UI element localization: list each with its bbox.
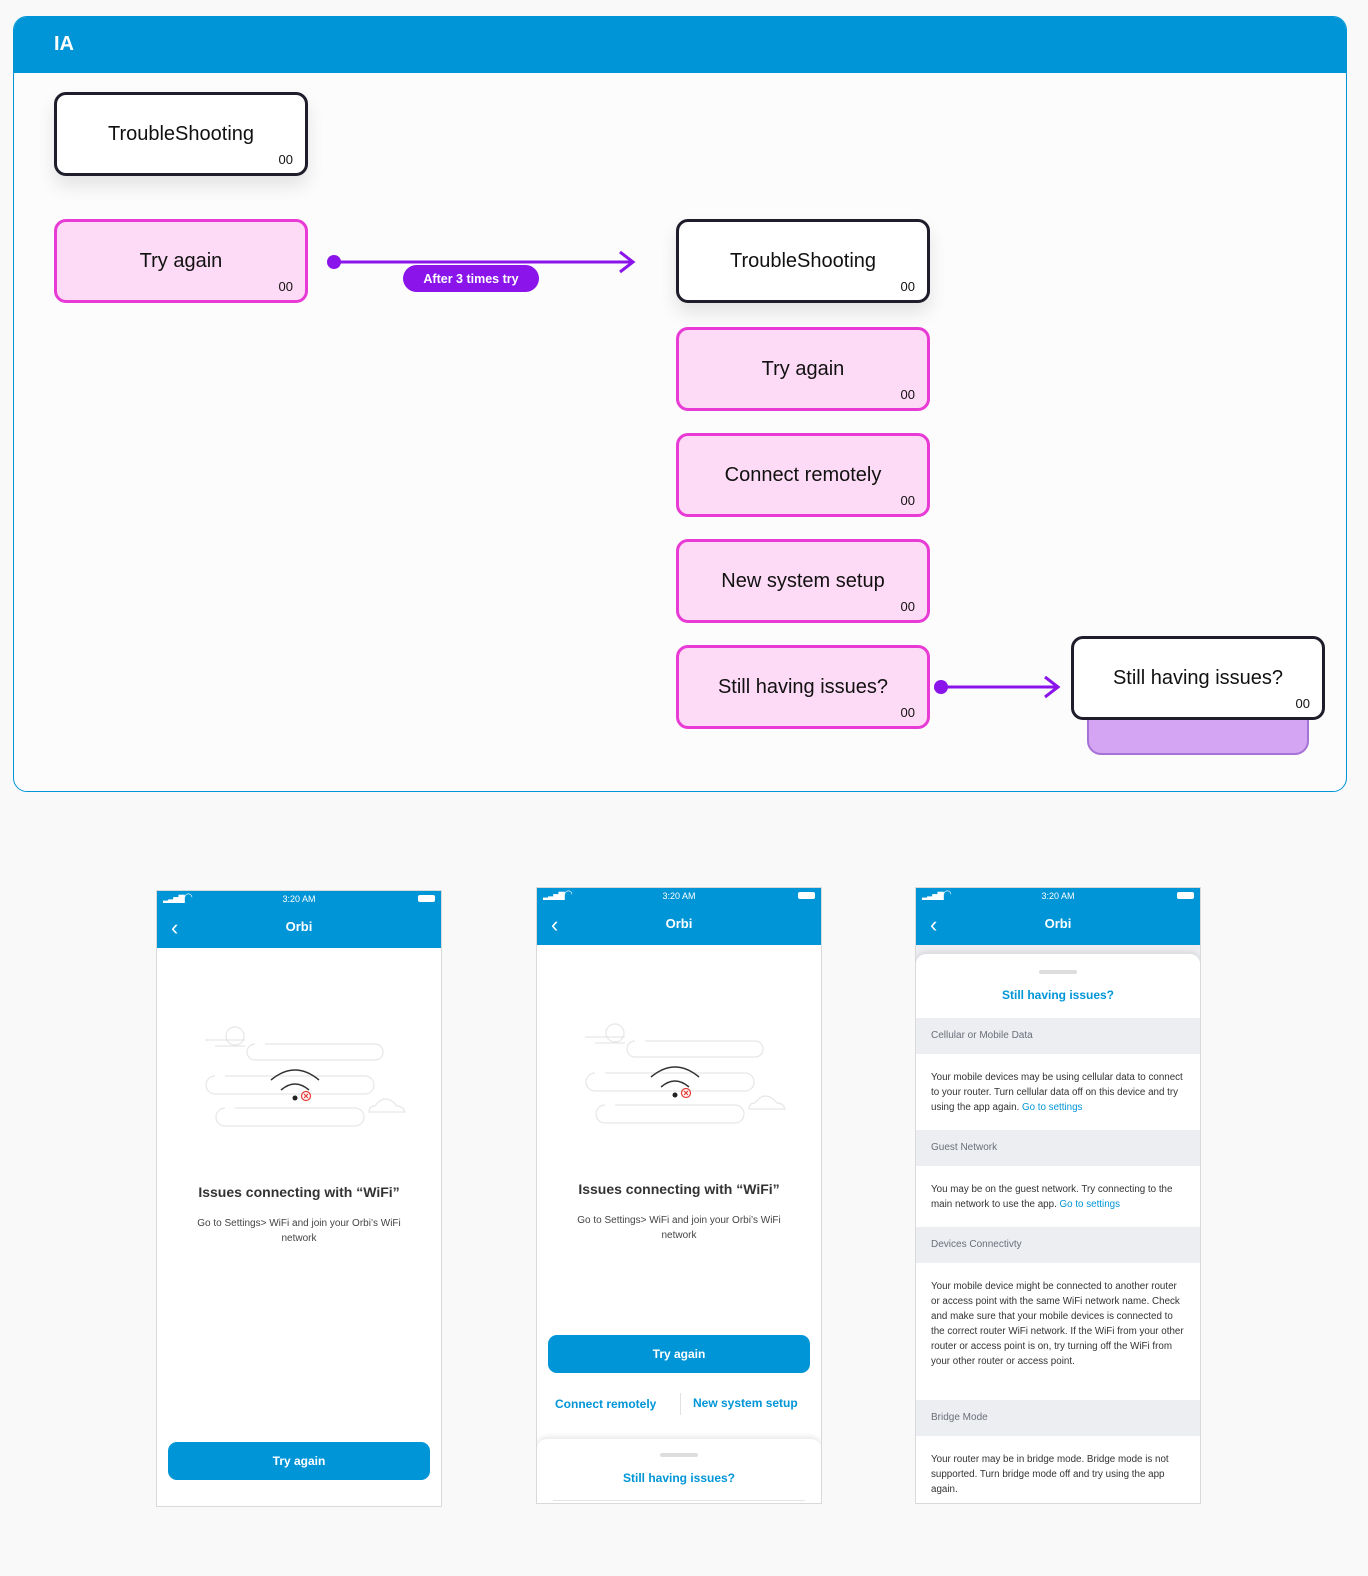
node-stack-layer <box>1087 717 1309 755</box>
nav-title: Orbi <box>1044 916 1072 931</box>
node-try-again[interactable]: Try again 00 <box>676 327 930 411</box>
section-text: Your router may be in bridge mode. Bridg… <box>931 1454 1169 1495</box>
sheet-title: Still having issues? <box>1001 988 1115 1002</box>
try-again-button[interactable]: Try again <box>548 1335 810 1373</box>
node-number: 00 <box>1295 696 1310 711</box>
node-try-again-root[interactable]: Try again 00 <box>54 219 308 303</box>
phone-screen-1: ▂▃▅▇ ◠ 3:20 AM ‹ Orbi Issues connecting … <box>156 890 442 1507</box>
nav-title: Orbi <box>285 919 313 934</box>
ia-header: IA <box>14 17 1346 73</box>
status-time: 3:20 AM <box>662 891 696 901</box>
node-label: TroubleShooting <box>729 249 877 272</box>
still-having-issues-sheet[interactable]: Still having issues? <box>537 1439 821 1503</box>
node-troubleshooting-root[interactable]: TroubleShooting 00 <box>54 92 308 176</box>
sheet-bottom-line <box>553 1500 805 1501</box>
battery-icon <box>798 892 815 899</box>
wifi-status-icon: ◠ <box>564 889 573 900</box>
node-new-system-setup[interactable]: New system setup 00 <box>676 539 930 623</box>
connector-still-having-issues <box>934 675 1061 699</box>
issue-headline: Issues connecting with “WiFi” <box>198 1184 400 1200</box>
node-label: Try again <box>139 249 223 272</box>
sheet-title[interactable]: Still having issues? <box>622 1471 736 1485</box>
node-connect-remotely[interactable]: Connect remotely 00 <box>676 433 930 517</box>
signal-icon: ▂▃▅▇ <box>922 891 944 900</box>
node-label: Still having issues? <box>1112 666 1284 689</box>
section-text: Your mobile devices may be using cellula… <box>931 1072 1183 1113</box>
node-label: TroubleShooting <box>107 122 255 145</box>
section-header-cellular: Cellular or Mobile Data <box>916 1018 1200 1054</box>
signal-icon: ▂▃▅▇ <box>543 891 565 900</box>
node-number: 00 <box>278 152 293 167</box>
node-number: 00 <box>900 599 915 614</box>
node-number: 00 <box>900 279 915 294</box>
connect-remotely-link[interactable]: Connect remotely <box>555 1397 657 1411</box>
signal-icon: ▂▃▅▇ <box>163 894 185 903</box>
section-body-devices-connectivity: Your mobile device might be connected to… <box>931 1279 1186 1369</box>
section-text: Your mobile device might be connected to… <box>931 1281 1184 1367</box>
status-time: 3:20 AM <box>282 894 316 904</box>
node-label: Try again <box>761 357 845 380</box>
sheet-grabber[interactable] <box>660 1453 698 1457</box>
status-time: 3:20 AM <box>1041 891 1075 901</box>
back-chevron-icon[interactable]: ‹ <box>930 912 938 937</box>
nav-bar: ‹ Orbi <box>916 904 1200 945</box>
go-to-settings-link[interactable]: Go to settings <box>1021 1102 1083 1113</box>
node-number: 00 <box>900 705 915 720</box>
wifi-error-illustration <box>205 1026 406 1127</box>
section-body-bridge-mode: Your router may be in bridge mode. Bridg… <box>931 1452 1186 1497</box>
status-bar: ▂▃▅▇ ◠ 3:20 AM <box>537 888 821 904</box>
section-header-devices-connectivity: Devices Connectivty <box>916 1227 1200 1263</box>
node-number: 00 <box>278 279 293 294</box>
wifi-status-icon: ◠ <box>184 892 193 903</box>
ia-panel: IA TroubleShooting 00 Try again 00 After… <box>13 16 1347 792</box>
node-number: 00 <box>900 387 915 402</box>
issue-instructions: Go to Settings> WiFi and join your Orbi’… <box>197 1218 401 1244</box>
node-still-having-issues-sheet[interactable]: Still having issues? 00 <box>1071 636 1325 720</box>
wifi-status-icon: ◠ <box>943 889 952 900</box>
connector-label: After 3 times try <box>403 265 539 292</box>
new-system-setup-link[interactable]: New system setup <box>693 1396 798 1410</box>
section-body-cellular: Your mobile devices may be using cellula… <box>931 1070 1186 1115</box>
section-header-bridge-mode: Bridge Mode <box>916 1400 1200 1436</box>
node-troubleshooting[interactable]: TroubleShooting 00 <box>676 219 930 303</box>
status-bar: ▂▃▅▇ ◠ 3:20 AM <box>157 891 441 907</box>
go-to-settings-link[interactable]: Go to settings <box>1059 1199 1120 1210</box>
issue-headline: Issues connecting with “WiFi” <box>578 1181 780 1197</box>
node-label: Still having issues? <box>717 675 889 698</box>
status-bar: ▂▃▅▇ ◠ 3:20 AM <box>916 888 1200 904</box>
section-body-guest-network: You may be on the guest network. Try con… <box>931 1182 1186 1212</box>
node-label: New system setup <box>721 569 885 592</box>
nav-bar: ‹ Orbi <box>537 904 821 945</box>
phone-screen-3: ▂▃▅▇ ◠ 3:20 AM ‹ Orbi Still having issue… <box>915 887 1201 1504</box>
phone-screen-2: ▂▃▅▇ ◠ 3:20 AM ‹ Orbi Issues connecting … <box>536 887 822 1504</box>
section-header-guest-network: Guest Network <box>916 1130 1200 1166</box>
try-again-button[interactable]: Try again <box>168 1442 430 1480</box>
nav-bar: ‹ Orbi <box>157 907 441 948</box>
issue-instructions: Go to Settings> WiFi and join your Orbi’… <box>577 1215 781 1241</box>
node-still-having-issues[interactable]: Still having issues? 00 <box>676 645 930 729</box>
wifi-error-illustration <box>585 1023 786 1124</box>
connector-after-3-tries <box>327 250 636 274</box>
nav-title: Orbi <box>665 916 693 931</box>
battery-icon <box>418 895 435 902</box>
back-chevron-icon[interactable]: ‹ <box>551 912 559 937</box>
link-divider <box>680 1393 681 1415</box>
battery-icon <box>1177 892 1194 899</box>
node-number: 00 <box>900 493 915 508</box>
node-label: Connect remotely <box>724 463 882 486</box>
back-chevron-icon[interactable]: ‹ <box>171 915 179 940</box>
still-having-issues-sheet: Still having issues? Cellular or Mobile … <box>916 954 1200 1503</box>
sheet-grabber[interactable] <box>1039 970 1077 974</box>
section-text: You may be on the guest network. Try con… <box>931 1184 1173 1210</box>
